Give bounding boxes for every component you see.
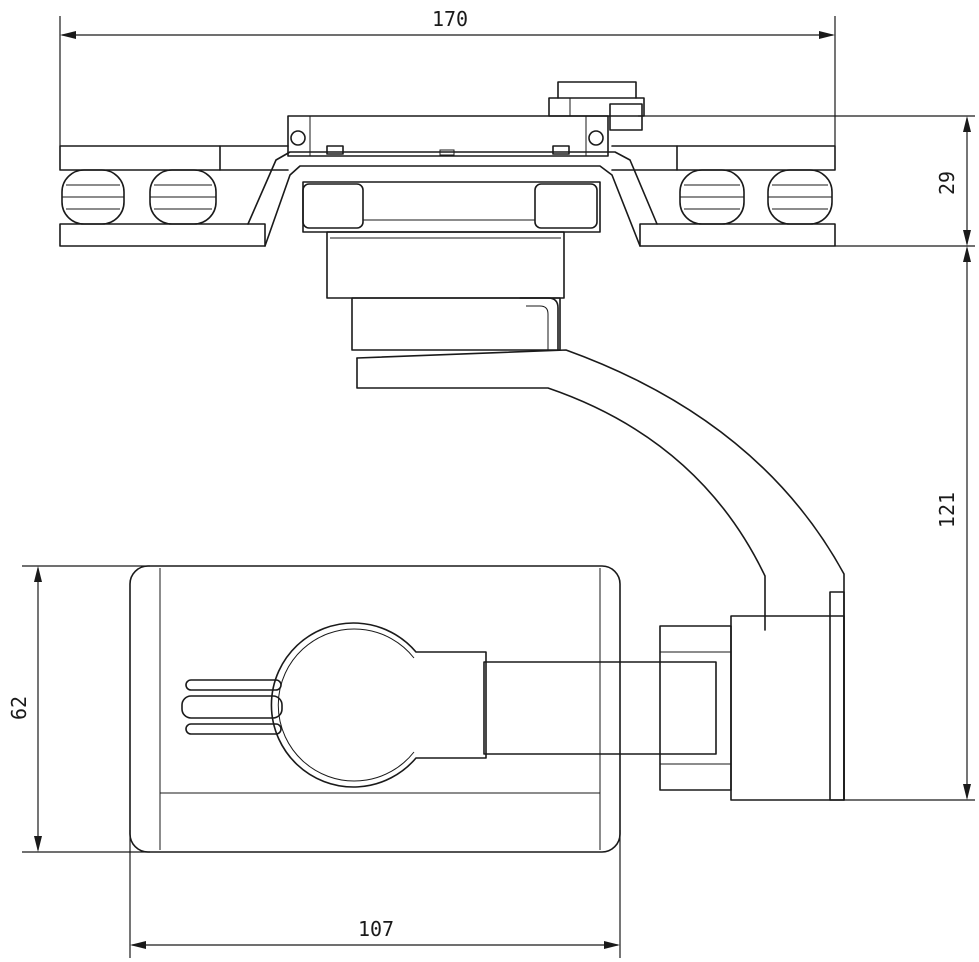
dimension-camera-width: 107 xyxy=(129,830,621,958)
roll-motor xyxy=(351,297,561,351)
dimension-mount-height: 29 xyxy=(638,115,975,247)
dimension-label-107: 107 xyxy=(358,917,394,941)
damper-ball-3 xyxy=(679,169,745,225)
dimension-label-62: 62 xyxy=(7,696,31,720)
dimension-camera-height: 62 xyxy=(7,565,150,853)
dimension-label-121: 121 xyxy=(935,492,959,528)
mounting-plate xyxy=(59,81,836,247)
dimension-overall-width: 170 xyxy=(59,7,836,146)
dimension-gimbal-height: 121 xyxy=(844,246,975,801)
camera-body xyxy=(129,565,717,853)
damper-ball-2 xyxy=(149,169,217,225)
dimension-label-29: 29 xyxy=(935,171,959,195)
vent-slot-1 xyxy=(185,679,282,691)
vent-slot-2 xyxy=(181,695,283,719)
damper-ball-1 xyxy=(61,169,125,225)
vent-slot-3 xyxy=(185,723,282,735)
dimension-label-170: 170 xyxy=(432,7,468,31)
pitch-motor xyxy=(659,615,845,801)
damper-ball-4 xyxy=(767,169,833,225)
yaw-motor xyxy=(302,181,601,299)
